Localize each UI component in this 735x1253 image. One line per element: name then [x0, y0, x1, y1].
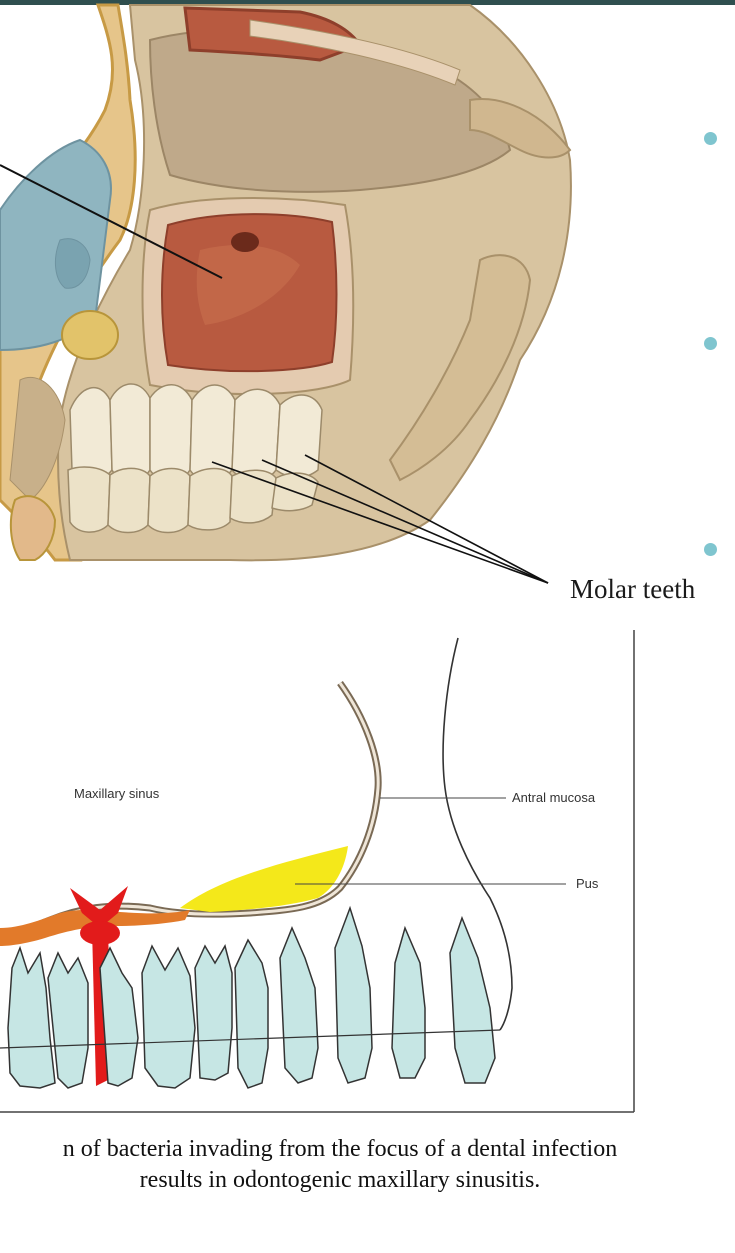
figure-caption: n of bacteria invading from the focus of… — [0, 1134, 710, 1196]
bullet-dot — [704, 543, 717, 556]
molar-teeth-label: Molar teeth — [570, 574, 695, 605]
skull-illustration-panel: Molar teeth — [0, 0, 735, 620]
caption-line-1: n of bacteria invading from the focus of… — [0, 1134, 710, 1165]
maxillary-sinus-label: Maxillary sinus — [74, 786, 159, 801]
nasal-concha — [62, 311, 118, 359]
bullet-dot — [704, 337, 717, 350]
sinusitis-diagram-panel: Maxillary sinus Antral mucosa Pus — [0, 628, 640, 1114]
caption-line-2: results in odontogenic maxillary sinusit… — [0, 1165, 710, 1196]
antral-mucosa-label: Antral mucosa — [512, 790, 595, 805]
sinusitis-diagram — [0, 628, 640, 1114]
skull-illustration — [0, 0, 735, 620]
pus-label: Pus — [576, 876, 598, 891]
sinus-ostium — [231, 232, 259, 252]
bullet-dot — [704, 132, 717, 145]
